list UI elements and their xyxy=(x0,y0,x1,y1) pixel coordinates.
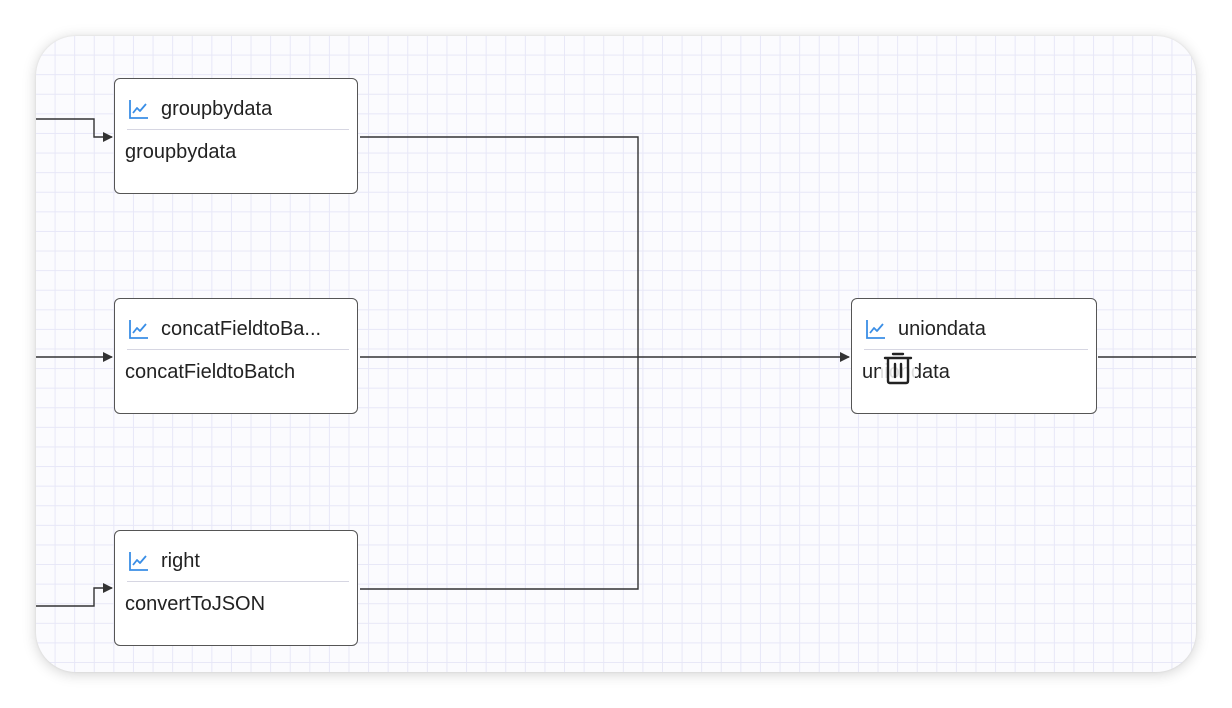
node-title: uniondata xyxy=(898,317,986,340)
node-concatfieldtobatch[interactable]: concatFieldtoBa... concatFieldtoBatch xyxy=(114,298,358,414)
node-header: uniondata xyxy=(864,309,1088,350)
node-title: groupbydata xyxy=(161,97,273,120)
node-right[interactable]: right convertToJSON xyxy=(114,530,358,646)
workflow-canvas[interactable]: groupbydata groupbydata concatFieldtoBa.… xyxy=(36,36,1196,672)
trash-icon[interactable] xyxy=(881,350,915,386)
node-header: concatFieldtoBa... xyxy=(127,309,349,350)
edge-right-to-uniondata[interactable] xyxy=(360,357,639,590)
line-chart-icon xyxy=(129,552,148,571)
line-chart-icon xyxy=(129,100,148,119)
node-header: groupbydata xyxy=(127,89,349,130)
node-operation: groupbydata xyxy=(125,141,237,163)
edge-into-right[interactable] xyxy=(36,583,113,607)
edge-into-groupbydata[interactable] xyxy=(36,118,113,142)
node-operation: concatFieldtoBatch xyxy=(125,361,296,383)
edge-groupbydata-to-uniondata[interactable] xyxy=(360,136,639,357)
node-title: concatFieldtoBa... xyxy=(161,317,322,340)
node-header: right xyxy=(127,541,349,582)
line-chart-icon xyxy=(866,320,885,339)
node-groupbydata[interactable]: groupbydata groupbydata xyxy=(114,78,358,194)
node-operation: convertToJSON xyxy=(125,593,266,615)
edge-layer xyxy=(36,118,1196,607)
line-chart-icon xyxy=(129,320,148,339)
node-title: right xyxy=(161,549,200,572)
